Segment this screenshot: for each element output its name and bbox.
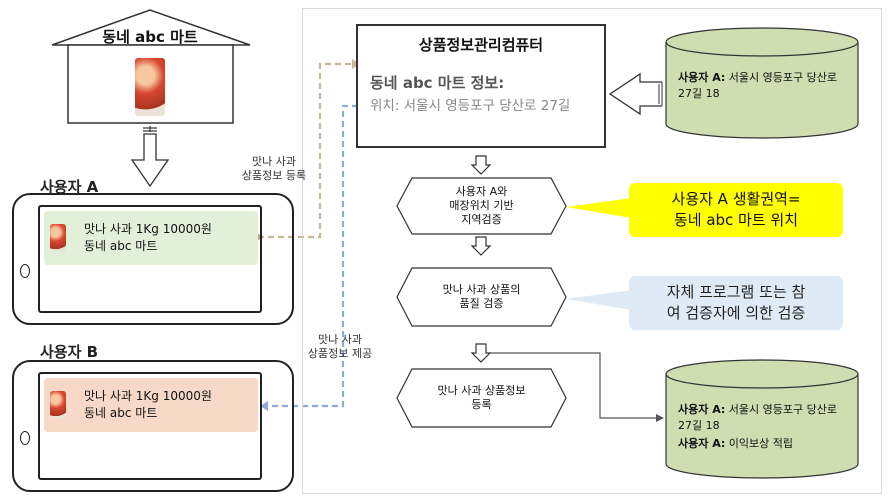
db-bottom-cylinder-cap: [665, 359, 859, 389]
down-arrow-house: [130, 133, 170, 188]
db-top-text: 사용자 A: 서울시 영등포구 당산로 27길 18: [678, 70, 850, 102]
step-2-text: 맛나 사과 상품의 품질 검증: [442, 283, 521, 310]
user-b-product-card[interactable]: 맛나 사과 1Kg 10000원 동네 abc 마트: [44, 378, 258, 432]
computer-title: 상품정보관리컴퓨터: [418, 36, 544, 54]
store-info-heading: 동네 abc 마트 정보:: [370, 74, 505, 92]
step-hexagon-3: [396, 368, 567, 428]
management-computer-box: 상품정보관리컴퓨터 동네 abc 마트 정보: 위치: 서울시 영등포구 당산로…: [356, 24, 606, 148]
apple-bag-image: [135, 58, 165, 116]
user-b-screen: [38, 372, 262, 480]
user-a-title: 사용자 A: [40, 178, 99, 196]
user-a-screen: [38, 205, 262, 313]
db-bottom-cylinder: [665, 374, 859, 479]
db-reward: 이익보상 적립: [725, 437, 794, 450]
store-line: 동네 abc 마트: [84, 239, 158, 253]
db-user-label: 사용자 A:: [678, 71, 726, 84]
step-hexagon-1: [396, 177, 567, 235]
step-3-text: 맛나 사과 상품정보 등록: [437, 384, 526, 411]
product-line: 맛나 사과 1Kg 10000원: [84, 389, 212, 403]
db-top-cylinder: [665, 42, 859, 139]
register-line: [258, 62, 352, 239]
db-connector-line: [490, 352, 656, 419]
store-line: 동네 abc 마트: [84, 406, 158, 420]
apple-bag-image: [50, 224, 66, 252]
user-b-phone: [12, 360, 294, 492]
db-bottom-text: 사용자 A: 서울시 영등포구 당산로 27길 18 사용자 A: 이익보상 적…: [678, 402, 850, 452]
step-arrow-3: [470, 343, 492, 363]
step-1-text: 사용자 A와 매장위치 기반 지역검증: [449, 185, 514, 226]
provide-label: 맛나 사과 상품정보 제공: [307, 333, 373, 360]
db-user-label: 사용자 A:: [678, 403, 726, 416]
user-b-title: 사용자 B: [40, 343, 99, 361]
user-a-phone: [12, 193, 294, 325]
blue-note: 자체 프로그램 또는 참 여 검증자에 의한 검증: [629, 276, 843, 330]
db-user-label: 사용자 A:: [678, 437, 726, 450]
product-line: 맛나 사과 1Kg 10000원: [84, 222, 212, 236]
store-name: 동네 abc 마트: [102, 28, 198, 46]
yellow-note: 사용자 A 생활권역= 동네 abc 마트 위치: [629, 183, 843, 237]
user-a-product-card[interactable]: 맛나 사과 1Kg 10000원 동네 abc 마트: [44, 211, 258, 265]
user-a-home-button[interactable]: [20, 264, 30, 278]
step-arrow-2: [470, 236, 492, 256]
user-b-home-button[interactable]: [20, 431, 30, 445]
register-label: 맛나 사과 상품정보 등록: [241, 155, 307, 182]
db-top-cylinder-cap: [665, 27, 859, 57]
db-address: 서울시 영등포구 당산로 27길 18: [678, 71, 838, 100]
store-location: 위치: 서울시 영등포구 당산로 27길: [370, 98, 571, 114]
blue-note-pointer: [566, 290, 632, 310]
process-panel: [302, 8, 882, 494]
db-address: 서울시 영등포구 당산로 27길 18: [678, 403, 838, 432]
provide-arrowhead: [260, 401, 268, 411]
step-arrow-1: [470, 155, 492, 175]
provide-line: [268, 104, 358, 408]
db-connector-arrowhead: [656, 414, 664, 422]
apple-bag-image: [50, 391, 66, 419]
step-hexagon-2: [396, 267, 567, 327]
left-arrow-db: [608, 72, 662, 116]
yellow-note-pointer: [566, 198, 632, 218]
